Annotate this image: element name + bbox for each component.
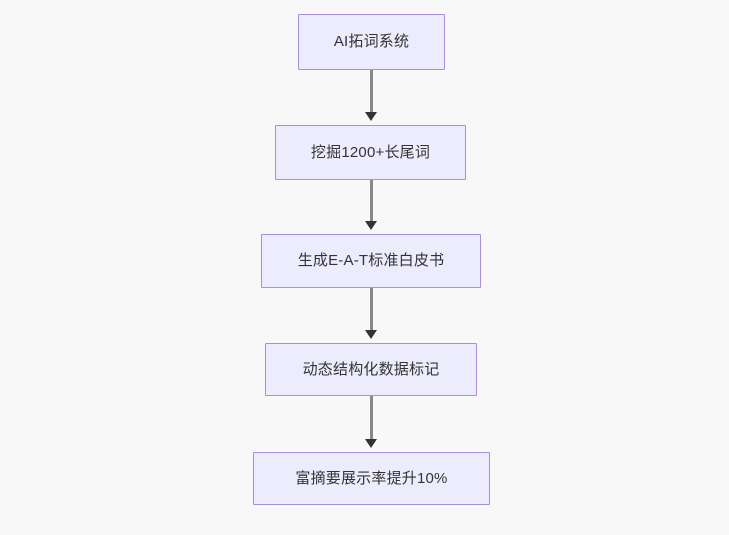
flow-node-label: AI拓词系统 (333, 33, 410, 50)
flow-node-label: 富摘要展示率提升10% (295, 469, 448, 487)
flow-connector-3 (370, 288, 373, 334)
flow-node-mine-longtail-keywords[interactable]: 挖掘1200+长尾词 (275, 125, 466, 180)
arrow-down-icon (365, 439, 377, 448)
arrow-down-icon (365, 112, 377, 121)
flow-node-label: 生成E-A-T标准白皮书 (297, 252, 445, 269)
flow-node-ai-keyword-system[interactable]: AI拓词系统 (298, 14, 445, 70)
arrow-down-icon (365, 221, 377, 230)
flow-node-rich-snippet-rate-increase[interactable]: 富摘要展示率提升10% (253, 452, 490, 505)
flow-node-dynamic-structured-data[interactable]: 动态结构化数据标记 (265, 343, 477, 396)
flow-connector-4 (370, 396, 373, 443)
flow-connector-2 (370, 180, 373, 225)
flow-node-label: 挖掘1200+长尾词 (310, 143, 431, 161)
flow-node-generate-eat-whitepaper[interactable]: 生成E-A-T标准白皮书 (261, 234, 481, 288)
flow-connector-1 (370, 70, 373, 116)
flow-node-label: 动态结构化数据标记 (302, 360, 440, 378)
arrow-down-icon (365, 330, 377, 339)
